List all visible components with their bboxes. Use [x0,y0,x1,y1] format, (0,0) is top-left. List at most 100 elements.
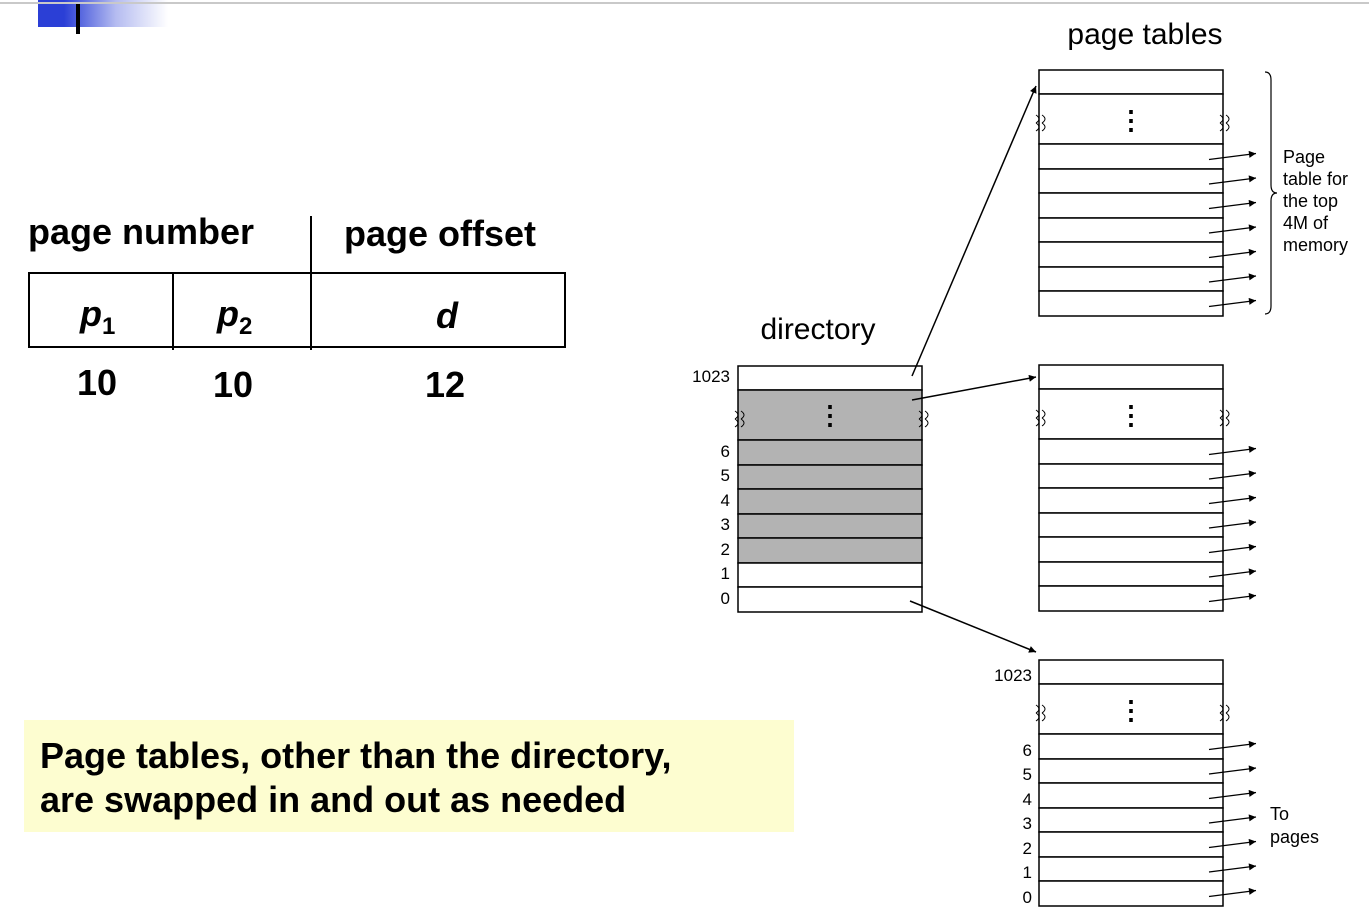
pt-mid-break-left-icon [1035,409,1046,427]
field-p1: p1 [80,293,116,341]
pt-bot-entry-arrow [1208,765,1257,775]
pt-bot-entry-arrow [1208,814,1257,824]
pt-bottom-label-6: 6 [1023,741,1032,760]
pt-mid-entry-arrow [1208,470,1257,480]
bits-p2: 10 [213,364,254,405]
dir-row [737,439,923,466]
brace-label-line-4: 4M of [1283,213,1329,233]
pt-mid-row [1038,512,1224,538]
dir-label-2: 2 [721,540,730,559]
dir-ellipsis: ⋮ [817,400,843,430]
pt-top-break-left-icon [1035,114,1046,132]
pt-top-entry-arrow [1208,199,1257,210]
pt-bot-entry-arrow [1208,863,1257,873]
dir-label-5: 5 [721,466,730,485]
pt-top-ellipsis: ⋮ [1118,105,1144,135]
page-table-top [1035,69,1257,317]
pt-mid-entry-arrow [1208,568,1257,578]
dir-label-1023: 1023 [692,367,730,386]
pt-bottom-ellipsis: ⋮ [1118,695,1144,725]
pt-mid-entry-arrow [1208,592,1257,603]
dir-row [737,365,923,391]
pt-bot-row [1038,782,1224,809]
bits-p1: 10 [77,362,118,403]
pt-bot-row [1038,758,1224,784]
pt-bottom-label-3: 3 [1023,814,1032,833]
pt-mid-entry-arrow [1208,445,1257,456]
dir-row [737,586,923,613]
title-divider-line [0,2,1369,4]
pt-bottom-label-1: 1 [1023,863,1032,882]
to-pages-line-2: pages [1270,827,1319,847]
to-pages-line-1: To [1270,804,1289,824]
dir-row [737,537,923,564]
note-line-1: Page tables, other than the directory, [40,735,672,776]
dir-label-1: 1 [721,564,730,583]
dir-break-right-icon [918,410,929,428]
pt-bot-row [1038,807,1224,833]
field-d: d [436,295,458,336]
pt-top-row [1038,290,1224,317]
pt-bot-row [1038,733,1224,760]
pt-mid-row [1038,487,1224,514]
pt-top-row [1038,217,1224,243]
field-divider-2 [310,272,312,350]
pt-mid-row [1038,561,1224,587]
pt-bot-row [1038,683,1224,735]
pt-bot-row [1038,659,1224,685]
pt-mid-entry-arrow [1208,543,1257,554]
note-text: Page tables, other than the directory, a… [40,734,671,822]
pt-bot-entry-arrow [1208,838,1257,849]
dir-row [737,513,923,539]
pt-top-entry-arrow [1208,150,1257,161]
brace-label-line-2: table for [1283,169,1348,189]
pt-bot-entry-arrow [1208,740,1257,751]
pt-bot-break-right-icon [1219,704,1230,722]
dir-row [737,562,923,588]
pt-bottom-label-4: 4 [1023,790,1032,809]
brace-label-line-1: Page [1283,147,1325,167]
pt-mid-entry-arrow [1208,494,1257,505]
pt-bottom-label-0: 0 [1023,888,1032,907]
dir-label-4: 4 [721,491,730,510]
page-number-label: page number [28,211,255,252]
pt-top-entry-arrow [1208,175,1257,185]
top-table-brace [1264,71,1278,315]
pt-mid-row [1038,364,1224,390]
directory-table [734,365,929,613]
page-tables-title: page tables [1067,18,1222,51]
pt-top-break-right-icon [1219,114,1230,132]
pt-bot-entry-arrow [1208,887,1257,898]
title-decoration-bar [38,0,168,27]
pt-bot-row [1038,831,1224,858]
dir-row [737,488,923,515]
pt-bottom-label-2: 2 [1023,839,1032,858]
page-table-middle [1035,364,1257,612]
address-format-box [28,272,566,348]
page-table-bottom [1035,659,1257,907]
pt-top-row [1038,143,1224,170]
pt-bottom-label-1023: 1023 [994,666,1032,685]
pt-bot-entry-arrow [1208,789,1257,800]
pt-top-entry-arrow [1208,248,1257,259]
pt-bot-row [1038,880,1224,907]
page-offset-label: page offset [344,213,537,254]
pt-mid-row [1038,536,1224,563]
title-tick-mark [76,4,80,34]
directory-title: directory [760,313,875,346]
dir-label-6: 6 [721,442,730,461]
pt-mid-row [1038,585,1224,612]
pt-bot-row [1038,856,1224,882]
brace-label-line-5: memory [1283,235,1348,255]
pt-top-row [1038,168,1224,194]
pt-mid-row [1038,438,1224,465]
pt-top-entry-arrow [1208,224,1257,234]
note-box: Page tables, other than the directory, a… [24,720,794,832]
pt-mid-ellipsis: ⋮ [1118,400,1144,430]
brace-label-line-3: the top [1283,191,1338,211]
arrow-to-bottom-table [909,600,1037,653]
pt-mid-row [1038,463,1224,489]
header-divider [310,216,312,274]
pt-bot-break-left-icon [1035,704,1046,722]
